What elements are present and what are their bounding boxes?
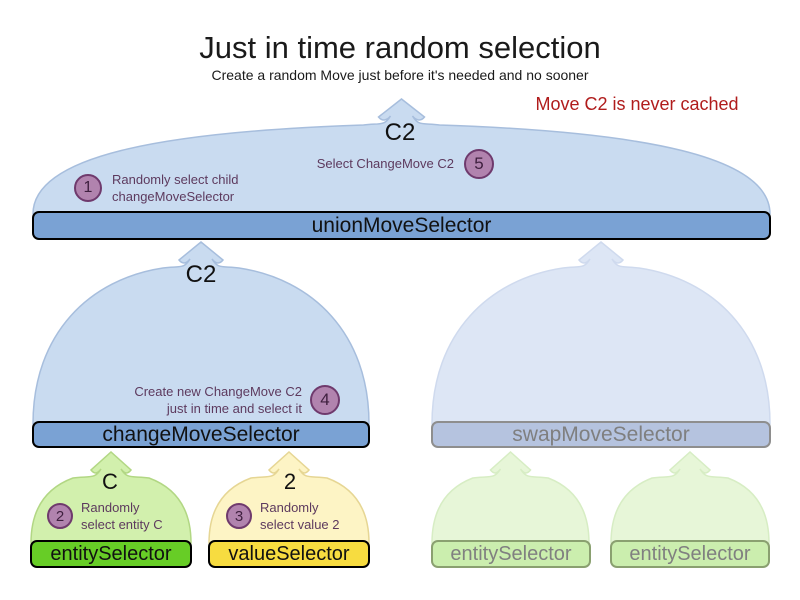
step-1-annotation: 1 Randomly select child changeMoveSelect… — [74, 171, 238, 205]
change-move-selector-bar: changeMoveSelector — [32, 421, 370, 448]
step-4-annotation: Create new ChangeMove C2 just in time an… — [134, 383, 340, 417]
output-label-value-2: 2 — [283, 469, 297, 494]
output-label-change-c2: C2 — [185, 261, 217, 288]
step-2-badge: 2 — [47, 503, 73, 530]
step-4-badge: 4 — [310, 385, 340, 416]
step-2-text: Randomly select entity C — [81, 500, 163, 533]
step-3-annotation: 3 Randomly select value 2 — [226, 499, 340, 533]
step-5-badge: 5 — [464, 149, 494, 179]
page-title: Just in time random selection — [199, 30, 601, 65]
entity-selector-bar: entitySelector — [30, 540, 192, 568]
step-5-annotation: Select ChangeMove C2 5 — [317, 149, 494, 179]
funnel-shape-entity-faded-2 — [610, 450, 770, 544]
funnel-shape-swap-faded — [431, 241, 771, 425]
funnel-shape-entity-faded-1 — [431, 450, 590, 544]
page-subtitle: Create a random Move just before it's ne… — [211, 67, 589, 83]
step-4-text: Create new ChangeMove C2 just in time an… — [134, 384, 302, 417]
cache-note: Move C2 is never cached — [535, 94, 739, 114]
step-3-badge: 3 — [226, 503, 252, 530]
funnel-shape-union — [32, 98, 771, 215]
union-move-selector-bar: unionMoveSelector — [32, 211, 771, 240]
entity-selector-faded-bar-2: entitySelector — [610, 540, 770, 568]
value-selector-bar: valueSelector — [208, 540, 370, 568]
step-2-annotation: 2 Randomly select entity C — [47, 499, 163, 533]
funnel-shape-change — [32, 241, 370, 425]
step-5-text: Select ChangeMove C2 — [316, 156, 454, 172]
step-3-text: Randomly select value 2 — [260, 500, 340, 533]
swap-move-selector-bar: swapMoveSelector — [431, 421, 771, 448]
step-1-badge: 1 — [74, 174, 102, 203]
step-1-text: Randomly select child changeMoveSelector — [112, 172, 239, 205]
entity-selector-faded-bar-1: entitySelector — [431, 540, 591, 568]
output-label-entity-c: C — [102, 469, 118, 494]
output-label-union-c2: C2 — [384, 119, 416, 146]
